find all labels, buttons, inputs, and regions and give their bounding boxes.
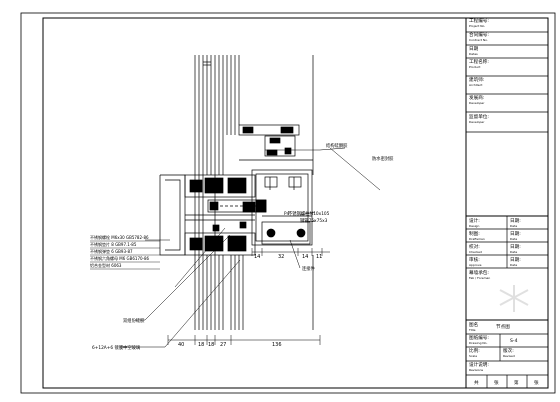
tb-contract-label: 合同编号:: [469, 31, 489, 38]
tb-scale-label: 比例:: [469, 347, 480, 354]
tb-scale-en: Scale: [469, 354, 477, 358]
tb-revision-en: Revisions: [469, 368, 484, 372]
tb-project-label: 工程编号:: [469, 17, 489, 24]
tb-row2-left-en: Draftsman: [469, 237, 485, 241]
inner-frame: [42, 17, 549, 389]
label-glass: 6+12A+6 镀膜中空玻璃: [92, 344, 141, 351]
fastener-1: 不锈钢螺栓 M6x30 GB5782-86: [90, 234, 149, 240]
tb-client-label: 监督单位:: [469, 113, 489, 120]
tb-row4-left-en: Approve: [469, 263, 482, 267]
tb-architect-en: Architect: [469, 83, 483, 87]
tb-row2-right-en: Date: [510, 237, 517, 241]
dim-136: 136: [272, 342, 282, 348]
dimensions: [167, 248, 330, 345]
tb-row3-left: 校对:: [469, 243, 480, 250]
tb-developer-label: 发展商:: [469, 94, 485, 101]
tb-footer-sheets: 张: [494, 379, 499, 386]
tb-version-en: Revised: [503, 354, 515, 358]
tb-date-en: Dates: [469, 52, 478, 56]
tb-row1-right-en: Date: [510, 224, 517, 228]
label-steel-bolt: 不锈钢螺栓M10x105: [288, 210, 330, 217]
label-structural-sealant: 结构硅酮胶: [326, 142, 348, 149]
tb-row2-left: 制图:: [469, 230, 480, 237]
fastener-list: 不锈钢螺栓 M6x30 GB5782-86 不锈钢垫片 8 GB97.1-85 …: [90, 234, 150, 268]
dim-14b: 14: [302, 254, 308, 260]
label-steel-pipe: 钢管75x75x3: [300, 217, 328, 224]
tb-project-en: Project No.: [469, 24, 485, 28]
tb-drawingno-value: S-4: [510, 338, 518, 344]
label-silicone: 双组份硅胶: [123, 317, 145, 324]
tb-contractor-label: 幕墙承包:: [469, 269, 489, 276]
tb-date-label: 日期: [469, 46, 479, 52]
tb-footer-no: 第: [514, 379, 519, 386]
tb-footer-sheet: 张: [534, 379, 539, 386]
tb-row4-right-en: Date: [510, 263, 517, 267]
label-steel-code: P4: [284, 211, 290, 217]
tb-footer-total: 共: [474, 379, 479, 386]
dim-11: 11: [316, 254, 322, 260]
tb-version-label: 版次:: [503, 347, 514, 354]
tb-row3-right: 日期:: [510, 244, 521, 250]
tb-row3-right-en: Date: [510, 250, 517, 254]
tb-row1-right: 日期:: [510, 218, 521, 224]
dim-32: 32: [278, 254, 284, 260]
dim-27: 27: [220, 342, 226, 348]
dim-40: 40: [178, 342, 184, 348]
fastener-3: 不锈钢弹垫 6 GB93-87: [90, 248, 133, 254]
fastener-5: 铝合金型材 6063: [90, 262, 122, 268]
tb-drawingno-en: Drawing No.: [469, 341, 487, 345]
leader-lines: [120, 147, 381, 348]
tb-revision-label: 设计说明:: [469, 361, 489, 368]
tb-row1-left-en: Design: [469, 224, 479, 228]
curtain-wall-section: [159, 55, 314, 330]
tb-item-label: 工程名称:: [469, 58, 489, 65]
tb-title-en: Title: [468, 328, 476, 332]
dim-14a: 14: [254, 254, 260, 260]
dim-18b: 18: [208, 342, 214, 348]
tb-title-value: 节点图: [496, 324, 510, 330]
label-weather-sealant: 防水密封胶: [372, 155, 394, 162]
outer-frame: [20, 12, 556, 394]
tb-developer-en: Developer: [469, 101, 485, 105]
tb-item-en: Product: [469, 65, 481, 69]
tb-row1-left: 设计:: [469, 217, 480, 224]
dim-18a: 18: [198, 342, 204, 348]
title-block: [465, 18, 548, 388]
tb-title-label: 图名: [469, 321, 478, 328]
tb-contractor-en: Fab / Foreman: [469, 276, 490, 280]
tb-drawingno-label: 图纸编号:: [469, 334, 489, 341]
tb-row3-left-en: Checked: [469, 250, 482, 254]
label-connector: 连接件: [302, 265, 316, 272]
fastener-4: 不锈钢六角螺母 M6 GB6170-86: [90, 255, 150, 261]
tb-architect-label: 建筑师:: [469, 76, 485, 83]
tb-row4-left: 审核:: [469, 256, 480, 263]
tb-client-en: Developer: [469, 120, 485, 124]
tb-row2-right: 日期:: [510, 231, 521, 237]
tb-row4-right: 日期:: [510, 257, 521, 263]
tb-contract-en: Contract No.: [469, 38, 488, 42]
fastener-2: 不锈钢垫片 8 GB97.1-85: [90, 241, 137, 247]
watermark-logo: [499, 285, 529, 312]
